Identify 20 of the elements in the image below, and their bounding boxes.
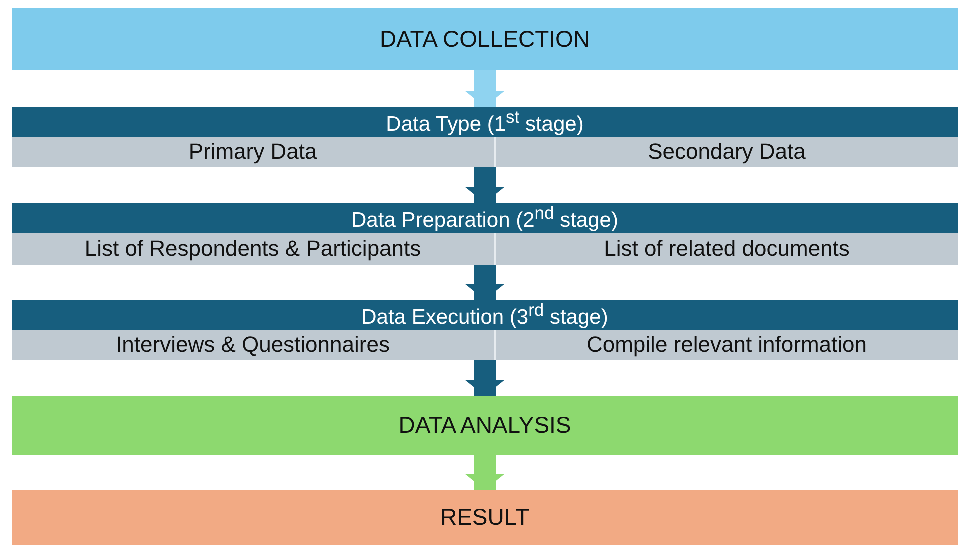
data-cell: Compile relevant information [496,330,958,360]
stage-box: DATA ANALYSIS [12,396,958,455]
stage-box: RESULT [12,490,958,545]
data-cell: Interviews & Questionnaires [12,330,494,360]
stage-box: DATA COLLECTION [12,8,958,70]
arrow [465,167,505,203]
stage-heading: Data Preparation (2$^{nd}$ stage) [352,203,618,233]
stage-heading: Data Execution (3$^{rd}$ stage) [362,300,608,330]
data-cell: Secondary Data [496,137,958,167]
stage-panel [12,107,958,167]
data-cell: List of related documents [496,233,958,265]
stage-panel [12,203,958,265]
stage-heading: Data Type (1$^{st}$ stage) [386,107,584,137]
data-cell: Primary Data [12,137,494,167]
arrow [465,360,505,396]
arrow [465,265,505,300]
arrow [465,455,505,490]
stage-panel [12,300,958,360]
data-cell: List of Respondents & Participants [12,233,494,265]
arrow [465,70,505,107]
